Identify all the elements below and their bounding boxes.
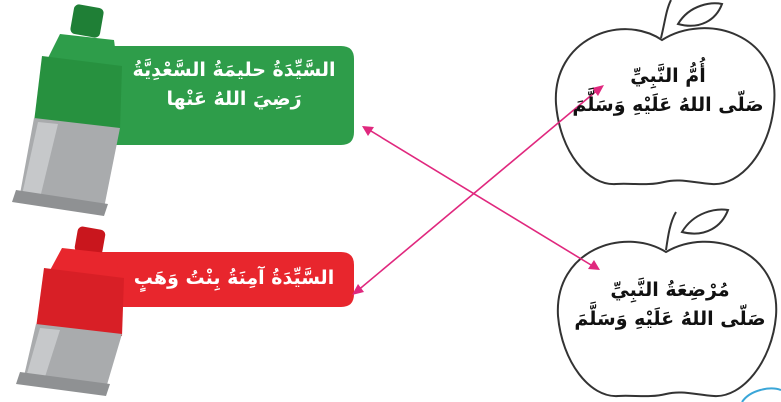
red-paint-tube-icon <box>16 226 354 396</box>
corner-arc <box>741 387 781 402</box>
label-halima-line2: رَضِيَ اللهُ عَنْها <box>166 87 302 110</box>
label-nurse: مُرْضِعَةُ النَّبِيِّ صَلّى اللهُ عَلَيْ… <box>572 276 768 333</box>
apple-outline-icon <box>556 208 778 398</box>
label-nurse-line2: صَلّى اللهُ عَلَيْهِ وَسَلَّمَ <box>574 307 766 330</box>
label-amina-line1: السَّيِّدَةُ آمِنَةُ بِنْتُ وَهَبٍ <box>133 267 335 289</box>
green-label-box <box>95 46 354 145</box>
connector-lines <box>352 85 604 295</box>
label-nurse-line1: مُرْضِعَةُ النَّبِيِّ <box>610 279 730 301</box>
green-paint-tube-icon <box>12 4 354 216</box>
connector-amina-mother <box>355 87 601 293</box>
label-mother-line2: صَلّى اللهُ عَلَيْهِ وَسَلَّمَ <box>572 93 764 116</box>
label-mother-line1: أُمُّ النَّبِيِّ <box>630 65 706 87</box>
label-mother: أُمُّ النَّبِيِّ صَلّى اللهُ عَلَيْهِ وَ… <box>570 62 766 119</box>
label-amina: السَّيِّدَةُ آمِنَةُ بِنْتُ وَهَبٍ <box>118 264 350 293</box>
label-halima: السَّيِّدَةُ حليمَةُ السَّعْدِيَّةُ رَضِ… <box>118 56 350 113</box>
connector-halima-nurse <box>365 127 597 269</box>
apple-outline-icon <box>554 0 776 186</box>
red-label-box <box>98 252 354 307</box>
label-halima-line1: السَّيِّدَةُ حليمَةُ السَّعْدِيَّةُ <box>132 59 336 81</box>
